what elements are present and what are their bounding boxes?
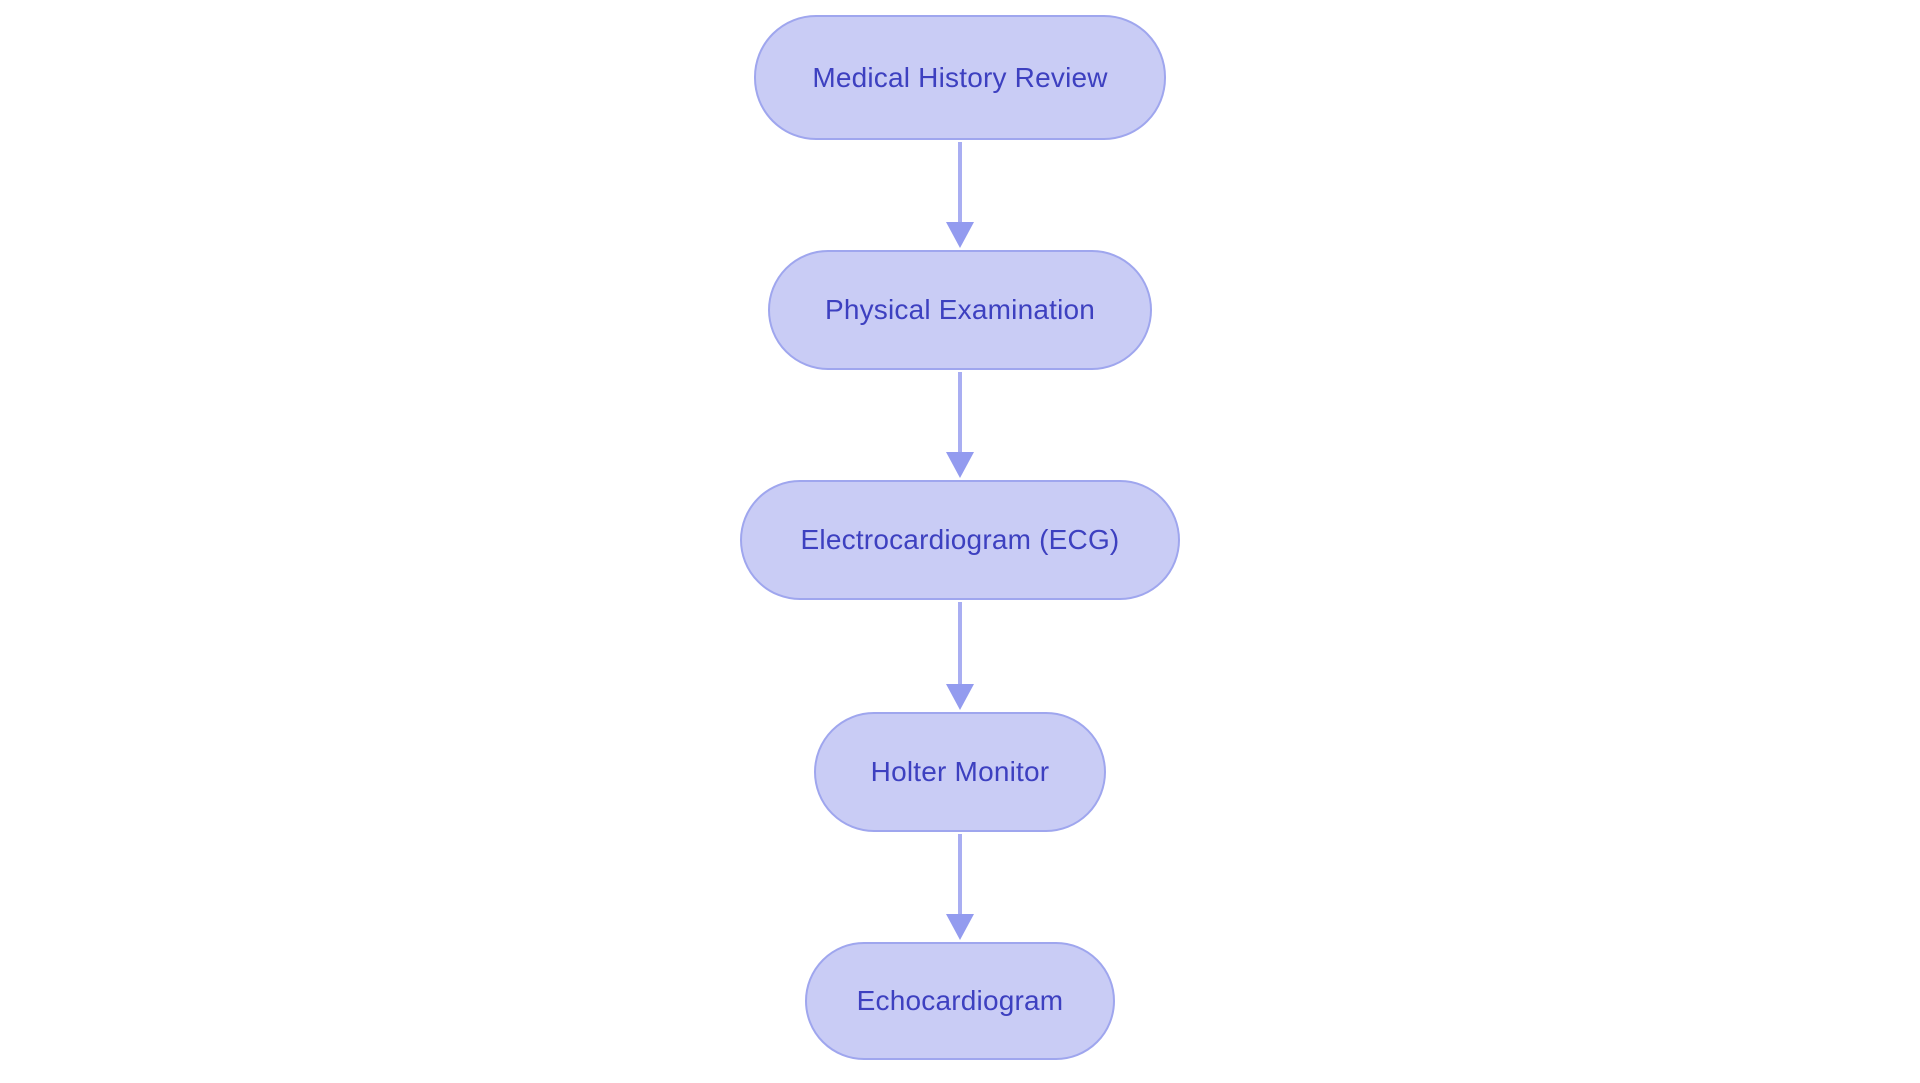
- node-label: Electrocardiogram (ECG): [800, 524, 1120, 555]
- flow-node-physical-examination: Physical Examination: [768, 250, 1152, 370]
- flow-node-echocardiogram: Echocardiogram: [805, 942, 1115, 1060]
- flow-arrow-3: [946, 602, 974, 710]
- flow-node-electrocardiogram-ecg: Electrocardiogram (ECG): [740, 480, 1180, 600]
- arrow-down-icon: [946, 222, 974, 248]
- node-label: Medical History Review: [812, 61, 1108, 93]
- flow-node-medical-history-review: Medical History Review: [754, 15, 1166, 140]
- flow-arrow-4: [946, 834, 974, 940]
- node-label: Physical Examination: [824, 294, 1096, 325]
- flow-node-holter-monitor: Holter Monitor: [814, 712, 1106, 832]
- arrow-shaft: [958, 834, 962, 926]
- arrow-shaft: [958, 372, 962, 464]
- arrow-down-icon: [946, 684, 974, 710]
- arrow-shaft: [958, 142, 962, 234]
- arrow-shaft: [958, 602, 962, 696]
- arrow-down-icon: [946, 452, 974, 478]
- node-label: Holter Monitor: [870, 756, 1050, 787]
- flow-arrow-2: [946, 372, 974, 478]
- flow-arrow-1: [946, 142, 974, 248]
- node-label: Echocardiogram: [856, 985, 1064, 1016]
- arrow-down-icon: [946, 914, 974, 940]
